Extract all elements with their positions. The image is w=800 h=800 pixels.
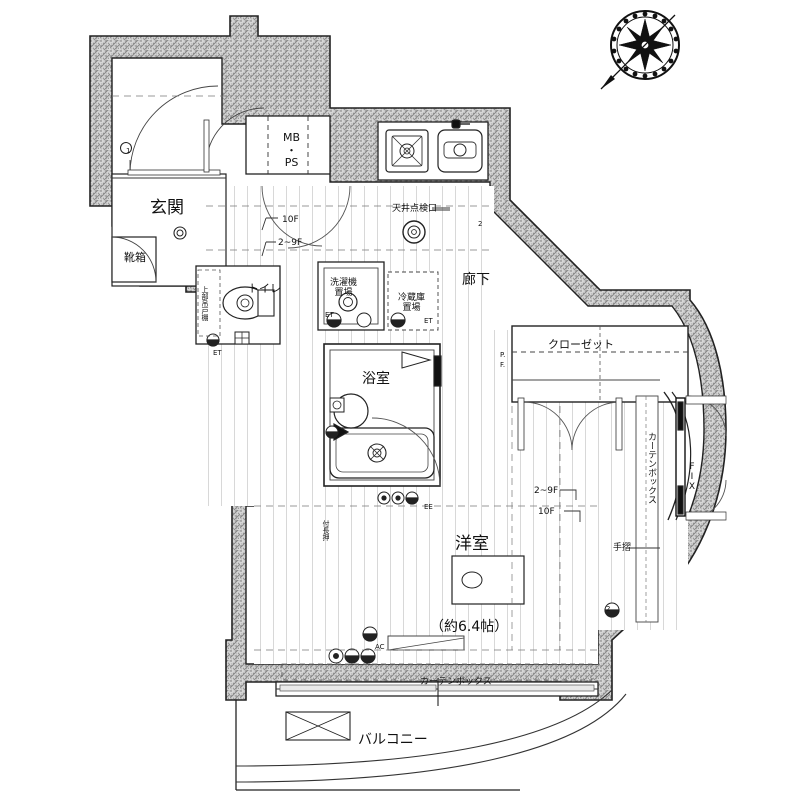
room-toilet [195, 265, 281, 347]
annotation-label-et-mark-3: ET [424, 317, 433, 325]
annotation-label-floor-10f-b: 10F [538, 507, 555, 517]
hallway-ceiling-light [402, 220, 426, 244]
room-label-toilet: トイレ [248, 282, 281, 295]
annotation-label-floor-29f-b: 2~9F [534, 486, 559, 496]
room-label-closet: クローゼット [548, 338, 614, 351]
room-label-reizouko: 冷蔵庫置場 [398, 293, 426, 314]
annotation-label-pipe-shaft-pf-2: F. [500, 361, 506, 369]
fridge-space [387, 271, 439, 331]
kitchen-counter [377, 119, 489, 181]
partitions [111, 85, 727, 791]
genkan-inner-door [203, 107, 265, 173]
room-label-genkan: 玄関 [150, 198, 184, 218]
annotation-label-door-no-2b: 2 [606, 605, 611, 613]
mb-ps-cabinet [245, 115, 331, 175]
front-door-swing [120, 85, 221, 176]
annotation-label-ee-mark: EE [424, 503, 433, 511]
annotation-label-curtain-box-bottom: カーテンボックス [420, 677, 492, 687]
closet [511, 325, 689, 451]
annotation-label-tsuke-nageshi: 付長押 [322, 520, 330, 541]
annotation-label-floor-29f-a: 2~9F [278, 238, 303, 248]
room-label-mb_ps: MB・PS [283, 131, 301, 170]
annotation-label-pipe-shaft-pf-1: P. [500, 351, 506, 359]
room-label-youshitsu: 洋室 [455, 534, 489, 554]
annotation-label-et-mark-1: ET [213, 349, 222, 357]
annotation-label-tesuri: 手摺 [613, 543, 632, 553]
annotation-label-fix-window: FIX [687, 462, 697, 492]
annotation-label-door-no-2: 2 [478, 220, 483, 228]
balcony [235, 689, 627, 791]
curtain-box-bottom [281, 663, 593, 681]
room-label-balcony: バルコニー [358, 732, 428, 748]
annotation-label-joubu-tsuridana: 上部吊戸棚 [201, 286, 209, 321]
room-ceiling-light [451, 555, 525, 605]
north-arrow-compass-rose [600, 10, 680, 90]
annotation-label-tenjou-tenkenkou: 天井点検口 [392, 204, 438, 214]
room-label-getabako: 靴箱 [124, 251, 146, 264]
washer-space [317, 261, 385, 331]
electrical-outlets [328, 491, 620, 664]
room-label-rouka: 廊下 [462, 272, 490, 288]
annotation-label-et-mark-2: ET [325, 311, 334, 319]
annotation-label-ac-outlet: AC [375, 643, 385, 651]
room-label-senmenki: 洗濯機置場 [330, 278, 358, 299]
annotation-label-door-no-1: 1 [126, 147, 131, 155]
room-bathroom [323, 343, 442, 487]
bay-window-fix [663, 391, 727, 521]
room-label-jou: （約6.4帖） [430, 619, 509, 635]
annotation-label-curtain-box-right: カーテンボックス [646, 432, 656, 504]
annotation-label-floor-10f-a: 10F [282, 215, 299, 225]
curtain-box-right [635, 395, 659, 623]
balcony-sliding-door [275, 678, 599, 706]
room-label-yokushitsu: 浴室 [362, 371, 390, 387]
